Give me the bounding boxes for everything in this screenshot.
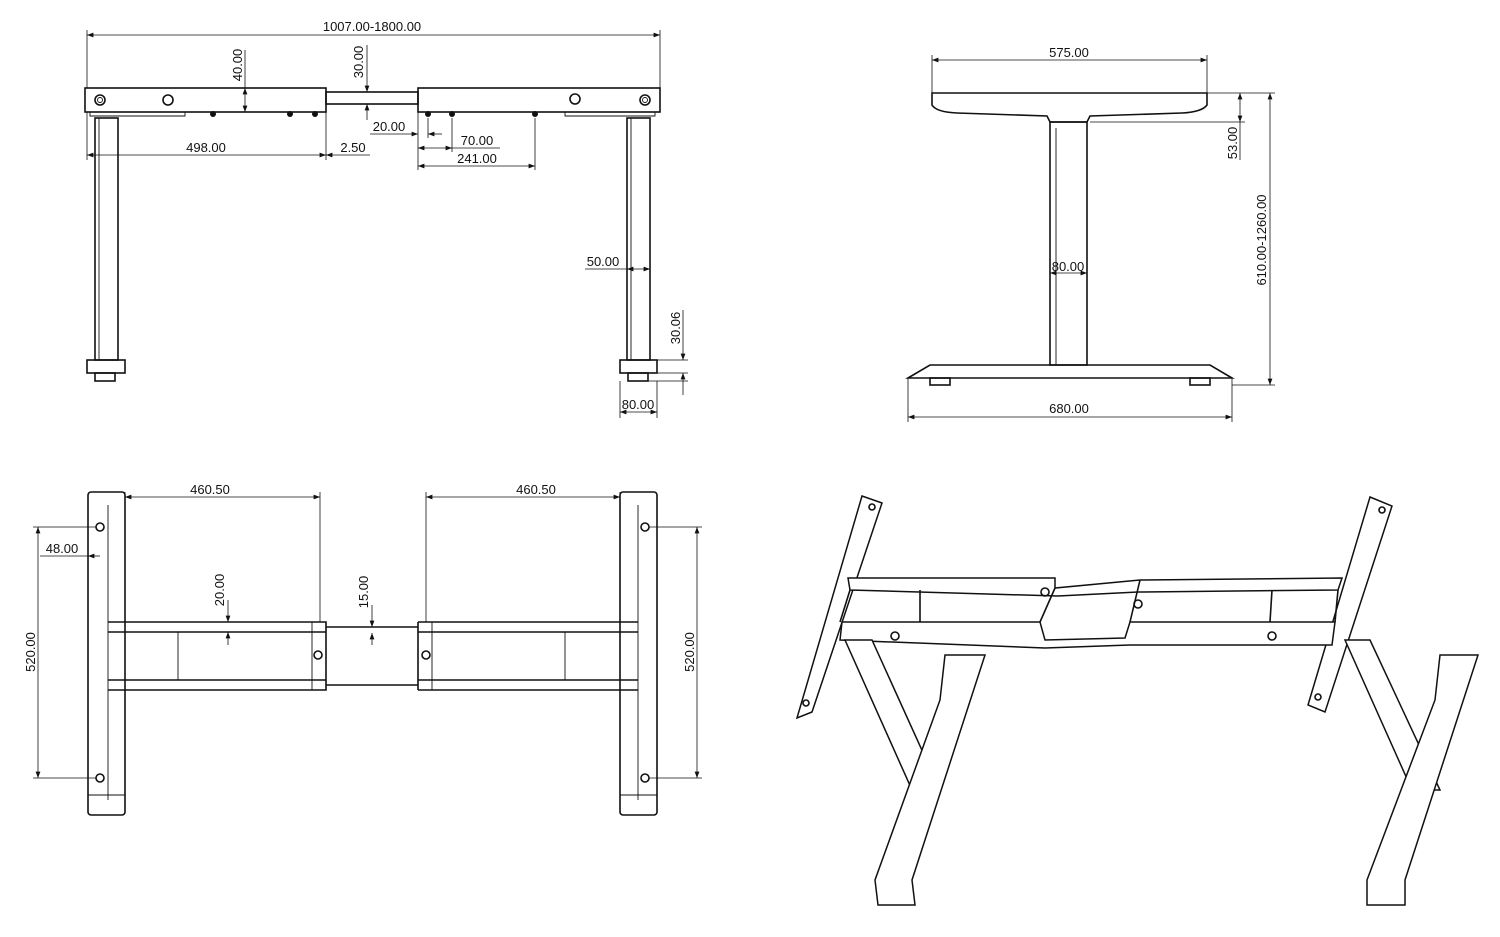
right-foot-bracket (619, 491, 658, 816)
rails (108, 621, 638, 691)
left-beam (84, 87, 327, 113)
right-span-label: 460.50 (516, 482, 556, 497)
right-beam (417, 87, 661, 113)
foot-width-label: 80.00 (622, 397, 655, 412)
beam-height-label: 40.00 (230, 49, 245, 82)
mounting-holes (94, 93, 651, 106)
rail-width-label: 20.00 (212, 574, 227, 607)
side-view: 575.00 53.00 610.00-1260.00 80.00 680.00 (905, 45, 1275, 422)
hole-span-label: 241.00 (457, 151, 497, 166)
mounting-holes (95, 522, 650, 783)
right-leg (619, 117, 658, 382)
left-hole-spacing-label: 520.00 (23, 632, 38, 672)
hole-inset-label: 48.00 (46, 541, 79, 556)
base (905, 364, 1235, 379)
center-rail-height-label: 30.00 (351, 46, 366, 79)
column-width-label: 50.00 (587, 254, 620, 269)
left-span-label: 460.50 (190, 482, 230, 497)
height-range-label: 610.00-1260.00 (1254, 194, 1269, 285)
front-view: 1007.00-1800.00 40.00 30.00 498.00 2.50 … (84, 19, 688, 418)
top-bracket (931, 92, 1208, 123)
beam-length-label: 498.00 (186, 140, 226, 155)
overall-width-label: 1007.00-1800.00 (323, 19, 421, 34)
top-bracket-length-label: 575.00 (1049, 45, 1089, 60)
hole-spacing-label: 70.00 (461, 133, 494, 148)
center-rail (325, 91, 419, 105)
column-width-label: 80.00 (1052, 259, 1085, 274)
bolts (210, 111, 538, 117)
mounting-holes (802, 503, 1386, 707)
right-front-leg (1366, 654, 1480, 906)
foot-height-label: 30.06 (668, 312, 683, 345)
left-foot-bracket (87, 491, 126, 816)
hole-offset-label: 20.00 (373, 119, 406, 134)
left-leg (86, 117, 126, 382)
top-bracket-height-label: 53.00 (1225, 127, 1240, 160)
right-hole-spacing-label: 520.00 (682, 632, 697, 672)
center-rail-width-label: 15.00 (356, 576, 371, 609)
isometric-view (795, 495, 1480, 906)
gap-label: 2.50 (340, 140, 365, 155)
top-view: 460.50 460.50 48.00 520.00 520.00 20.00 … (23, 482, 702, 816)
base-length-label: 680.00 (1049, 401, 1089, 416)
left-top-bracket (795, 495, 883, 720)
left-front-leg (874, 654, 987, 906)
